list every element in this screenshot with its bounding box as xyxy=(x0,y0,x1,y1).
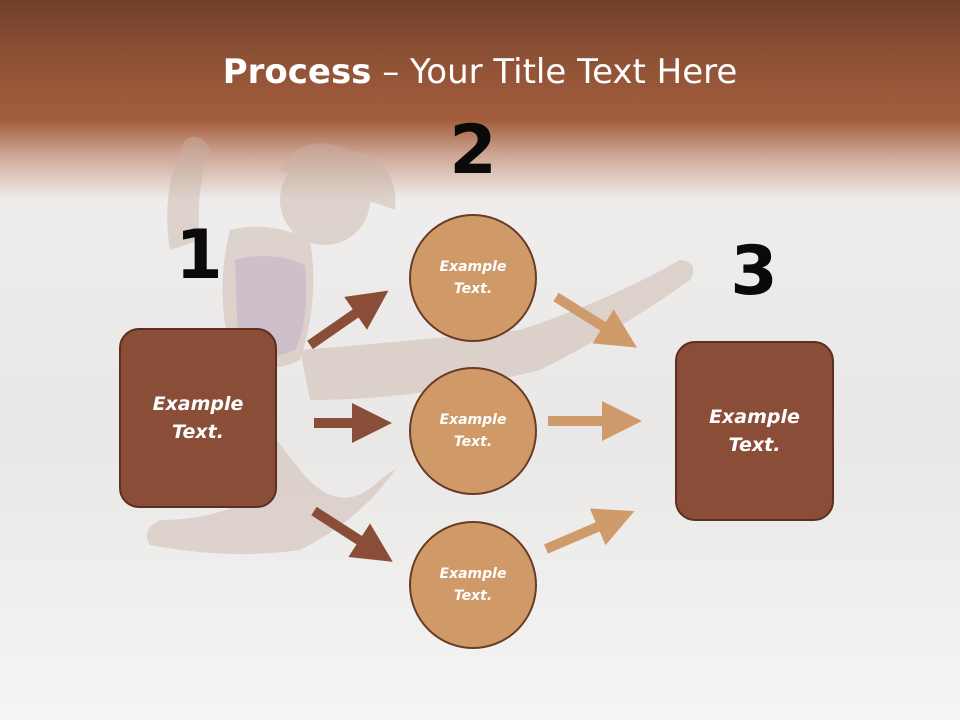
slide-title: Process – Your Title Text Here xyxy=(0,52,960,92)
circle-3-text: Example Text. xyxy=(439,565,507,604)
left-box-text: Example Text. xyxy=(152,392,244,444)
arrow-left-to-circle-3 xyxy=(311,506,393,562)
step-number-1: 1 xyxy=(175,216,223,295)
circle-3: Example Text. xyxy=(409,521,537,649)
circle-2-text: Example Text. xyxy=(439,411,507,450)
circle-1-text: Example Text. xyxy=(439,258,507,297)
circle-1: Example Text. xyxy=(409,214,537,342)
header-band xyxy=(0,0,960,200)
left-box: Example Text. xyxy=(119,328,277,508)
title-bold: Process xyxy=(222,52,372,92)
circle-2: Example Text. xyxy=(409,367,537,495)
title-rest: – Your Title Text Here xyxy=(371,52,738,92)
right-box-text: Example Text. xyxy=(709,405,800,457)
right-box: Example Text. xyxy=(675,341,834,521)
arrow-left-to-circle-1 xyxy=(307,290,389,350)
step-number-2: 2 xyxy=(449,111,497,190)
arrow-circle-1-to-right xyxy=(553,292,637,348)
step-number-3: 3 xyxy=(730,232,778,311)
arrow-circle-3-to-right xyxy=(544,508,635,554)
